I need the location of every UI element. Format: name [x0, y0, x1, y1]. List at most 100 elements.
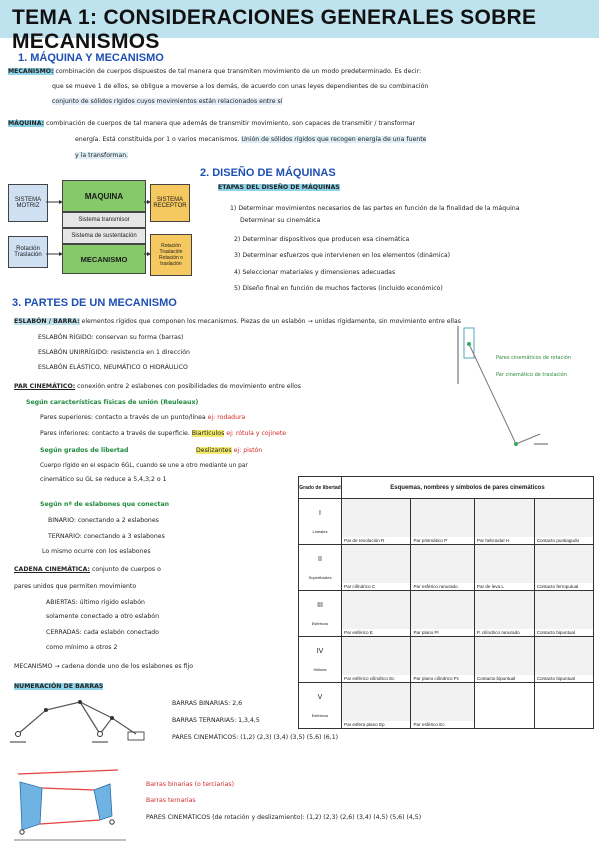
classification-3: Según nº de eslabones que conectan: [40, 501, 170, 508]
output-rotation-label: Rotación: [161, 243, 181, 249]
pair-image: [342, 591, 411, 629]
barras-binarias-note: Barras binarias (o terciarias): [146, 781, 235, 788]
gl-line-2: cinemático su GL se reduce a 5,4,3,2 o 1: [40, 476, 167, 483]
pair-image: [474, 545, 534, 583]
pair-cell: Par prismático P: [410, 498, 475, 545]
eslabon-definition: ESLABÓN / BARRA: elementos rígidos que c…: [14, 318, 461, 326]
dof-tag: Superficiales: [308, 574, 332, 580]
output-both-label: Rotación o traslación: [159, 255, 183, 267]
pair-image: [342, 683, 411, 721]
dof-tag: Lineales: [312, 528, 328, 534]
pair-cell: Par plano cilíndrico Pc: [410, 636, 475, 683]
maquina-box-label: MAQUINA: [84, 191, 124, 201]
dof-tag: Esféricos: [311, 712, 329, 718]
pares-inferiores-tag: Biartículos: [191, 430, 225, 437]
output-motion-box: Rotación Traslación Rotación o traslació…: [150, 234, 192, 276]
eslabon-type-2: ESLABÓN UNIRRÍGIDO: resistencia en 1 dir…: [38, 349, 190, 356]
six-bar-linkage-sketch: [10, 700, 145, 743]
maquina-definition: MÁQUINA: combinación de cuerpos de tal m…: [8, 120, 415, 128]
par-label: PAR CINEMÁTICO:: [14, 383, 76, 390]
mecanismo-box-label: MECANISMO: [80, 254, 128, 264]
page-title: TEMA 1: CONSIDERACIONES GENERALES SOBRE …: [12, 6, 537, 53]
cadena-label: CADENA CINEMÁTICA:: [14, 566, 90, 573]
eslabon-type-3: ESLABÓN ELÁSTICO, NEUMÁTICO O HIDRÁULICO: [38, 364, 188, 371]
dof-number: I: [319, 509, 321, 517]
maquina-box: MAQUINA: [62, 180, 146, 212]
design-stage-1b: Determinar su cinemática: [240, 217, 321, 224]
pair-caption: Par esférico Ec: [413, 722, 445, 727]
pair-cell: Par de revolución R: [340, 498, 412, 545]
input-translation-label: Traslación: [14, 252, 42, 258]
mecanismo-definition: MECANISMO: combinación de cuerpos dispue…: [8, 68, 421, 76]
dof-number: IV: [316, 647, 324, 655]
pair-image: [411, 591, 474, 629]
kinematic-pairs-table: Grado de libertad Esquemas, nombres y sí…: [298, 476, 595, 729]
barras-binarias: BARRAS BINARIAS: 2,6: [172, 700, 243, 707]
barras-ternarias: BARRAS TERNARIAS: 1,3,4,5: [172, 717, 260, 724]
pair-caption: Par prismático P: [413, 538, 448, 543]
classification-2: Según grados de libertad: [40, 447, 129, 454]
pair-cell: Par plano Pl: [410, 590, 475, 637]
table-header-schemes: Esquemas, nombres y símbolos de pares ci…: [341, 476, 594, 499]
numeracion-heading: NUMERACIÓN DE BARRAS: [14, 683, 104, 691]
mecanismo-line-2: que se mueve 1 de ellos, se obligue a mo…: [52, 83, 429, 90]
maquina-line-2: energía. Está constituida por 1 o varios…: [75, 136, 427, 144]
binario: BINARIO: conectando a 2 eslabones: [48, 517, 159, 524]
design-stages-label: ETAPAS DEL DISEÑO DE MÁQUINAS: [218, 184, 340, 191]
pair-image: [474, 637, 534, 675]
barras-ternarias-note: Barras ternarias: [146, 797, 196, 804]
title-banner: TEMA 1: CONSIDERACIONES GENERALES SOBRE …: [0, 0, 599, 53]
eslabon-type-1: ESLABÓN RÍGIDO: conservan su forma (barr…: [38, 334, 184, 341]
pares-cinematicos-final: PARES CINEMÁTICOS (de rotación y desliza…: [146, 814, 422, 821]
pair-caption: Par cilíndrico C: [344, 584, 376, 589]
pair-cell: Par cilíndrico C: [340, 544, 412, 591]
pares-inferiores: Pares inferiores: contacto a través de s…: [40, 430, 286, 438]
par-definition: PAR CINEMÁTICO: conexión entre 2 eslabon…: [14, 383, 301, 391]
pair-image: [474, 591, 534, 629]
pair-image: [474, 499, 534, 537]
pair-image: [342, 545, 411, 583]
pares-superiores-example: ej: rodadura: [207, 414, 246, 421]
pair-caption: Contacto bipuntual: [536, 630, 575, 635]
eslabon-text: elementos rígidos que componen los mecan…: [81, 318, 462, 325]
pares-cinematicos-list: PARES CINEMÁTICOS: (1,2) (2,3) (3,4) (3,…: [172, 734, 339, 741]
pair-caption: Contacto puntiagudo: [536, 538, 580, 543]
mecanismo-fixed-link: MECANISMO → cadena donde uno de los esla…: [14, 663, 194, 670]
classification-1: Según características físicas de unión (…: [26, 399, 199, 406]
colored-linkage-sketch: [14, 769, 126, 841]
cadena-cerradas: CERRADAS: cada eslabón conectado: [46, 629, 159, 636]
pair-cell: Par helicoidal H: [473, 498, 535, 545]
pair-caption: Par de revolución R: [344, 538, 385, 543]
maquina-line-1: combinación de cuerpos de tal manera que…: [46, 120, 416, 127]
table-header-dof: Grado de libertad: [298, 476, 342, 499]
transmisor-box: Sistema transmisor: [62, 212, 146, 228]
pair-cell: Par esférico Ec: [410, 682, 475, 729]
sustentacion-label: Sistema de sustentación: [71, 233, 137, 239]
motor-label: SISTEMA MOTRIZ: [14, 197, 42, 209]
pair-cell: Contacto bipuntual: [533, 636, 595, 683]
pair-cell: Contacto bipuntual: [533, 590, 595, 637]
pair-image: [411, 499, 474, 537]
maquina-line-3-text: y la transforman.: [75, 152, 129, 159]
numeracion-heading-text: NUMERACIÓN DE BARRAS: [14, 683, 104, 690]
deslizantes-example: ej: pistón: [233, 447, 263, 454]
pair-cell: P. cilíndrico ranurado: [473, 590, 535, 637]
design-stage-3: 3) Determinar esfuerzos que intervienen …: [234, 252, 451, 259]
pares-superiores-text: Pares superiores: contacto a través de u…: [40, 414, 206, 421]
design-stages-heading: ETAPAS DEL DISEÑO DE MÁQUINAS: [218, 184, 340, 192]
same-for-links: Lo mismo ocurre con los eslabones: [42, 548, 151, 555]
cadena-definition: CADENA CINEMÁTICA: conjunto de cuerpos o: [14, 566, 161, 574]
pair-caption: Par esférico cilíndrico Ec: [344, 676, 395, 681]
deslizantes: Deslizantes ej: pistón: [196, 447, 262, 455]
design-stage-5: 5) Diseño final en función de muchos fac…: [234, 285, 443, 292]
pair-cell: Par esfera plano Ep: [340, 682, 412, 729]
design-stage-2: 2) Determinar dispositivos que producen …: [234, 236, 410, 243]
pair-image: [342, 499, 411, 537]
